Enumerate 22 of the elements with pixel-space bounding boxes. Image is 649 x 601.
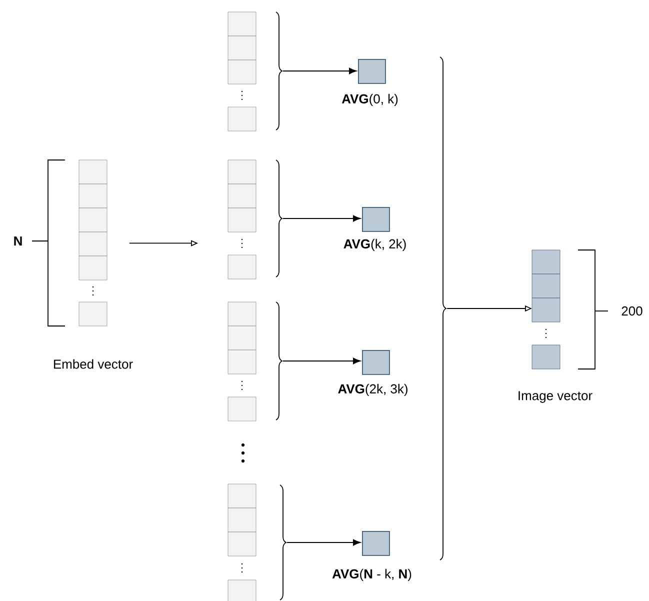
dimension-label: 200 (622, 306, 642, 316)
node-caption: Embed vector (54, 359, 133, 369)
vector-column (228, 12, 256, 132)
average-box (362, 350, 390, 375)
vector-column (228, 160, 256, 280)
arrow (282, 358, 361, 364)
node-caption: AVG(0, k) (342, 94, 398, 106)
vector-column (228, 302, 256, 422)
average-box (362, 531, 390, 556)
vector-column (532, 250, 560, 370)
vector-column (78, 160, 108, 326)
arrow (282, 215, 361, 222)
average-box (362, 207, 390, 232)
node-caption: Image vector (518, 391, 592, 403)
arrow (286, 539, 361, 546)
node-caption: AVG(N - k, N) (332, 568, 412, 582)
average-box (358, 59, 386, 84)
node-caption: AVG(k, 2k) (344, 238, 406, 252)
vector-column (228, 484, 256, 601)
node-caption: AVG(2k, 3k) (338, 384, 408, 396)
dimension-label: N (14, 236, 22, 246)
arrow (282, 68, 357, 74)
